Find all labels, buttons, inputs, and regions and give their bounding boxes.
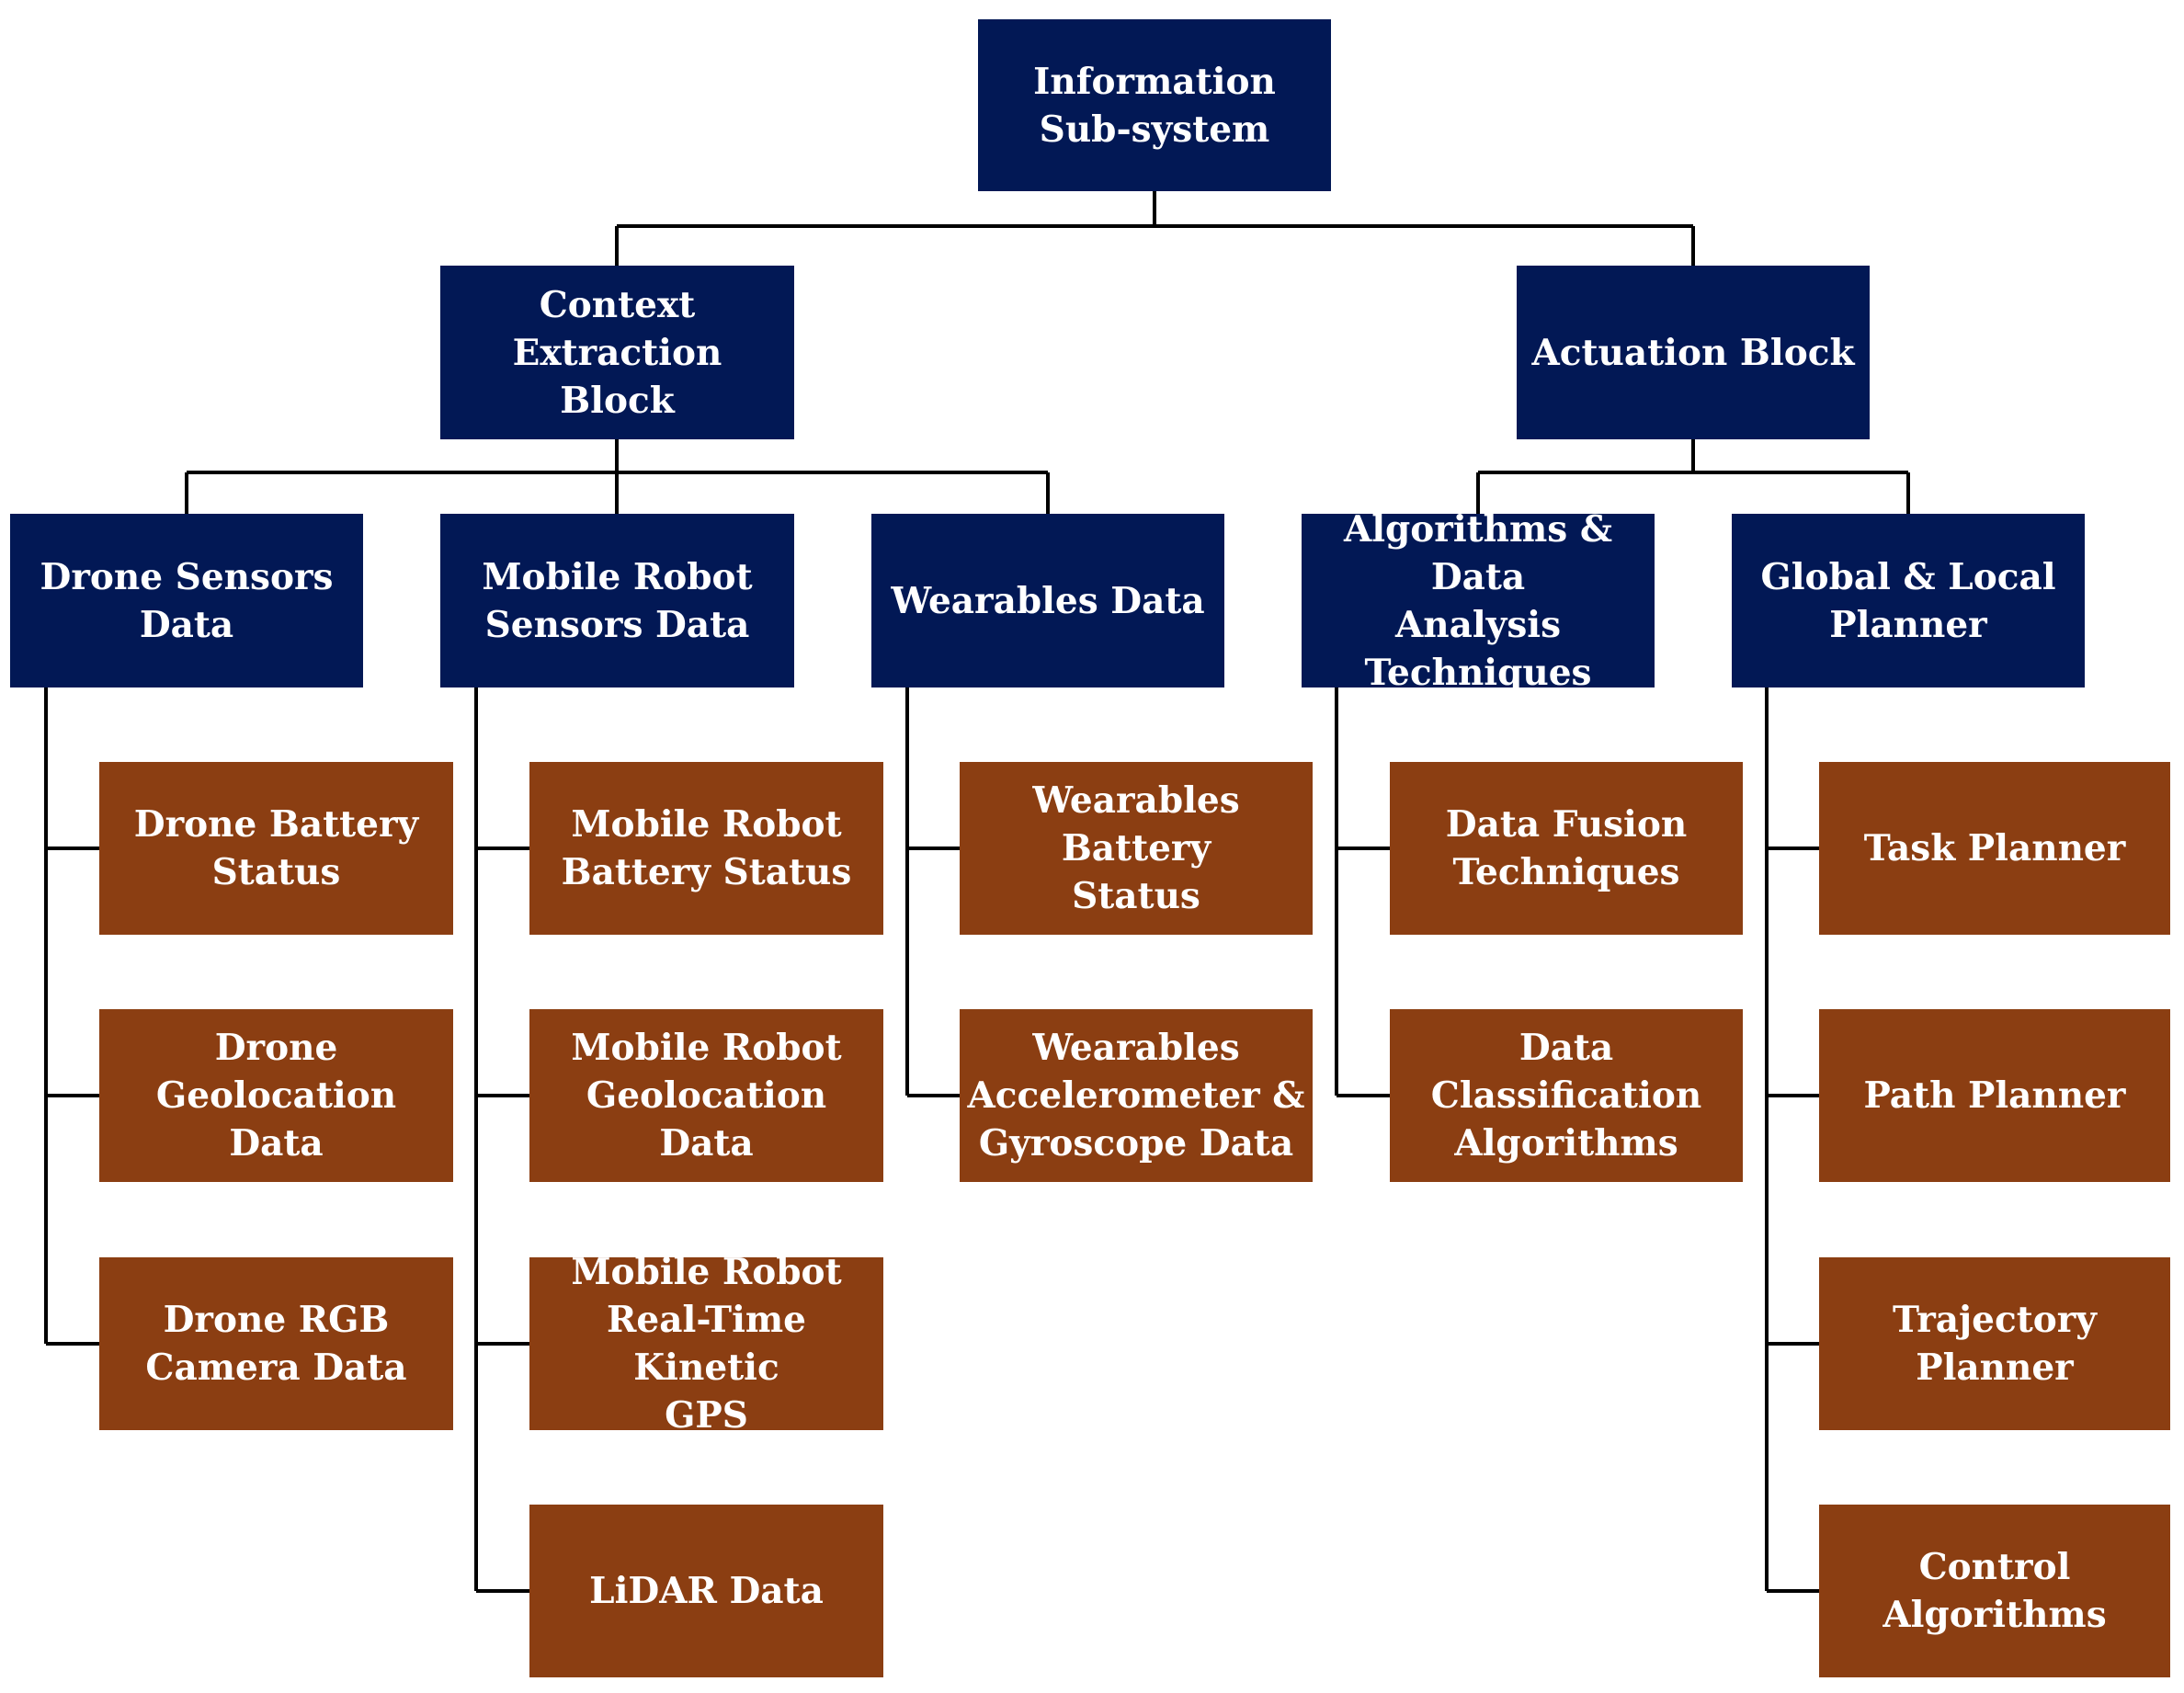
- actuation-block: Actuation Block: [1517, 266, 1870, 439]
- leaf-trajectory-planner: Trajectory Planner: [1819, 1257, 2170, 1430]
- leaf-label: Wearables Battery Status: [1032, 779, 1240, 917]
- leaf-wearables-accelerometer-gyroscope: Wearables Accelerometer & Gyroscope Data: [960, 1009, 1313, 1182]
- group-wearables-label: Wearables Data: [891, 579, 1205, 622]
- leaf-control-algorithms: Control Algorithms: [1819, 1505, 2170, 1677]
- connector-robot-items: [474, 687, 529, 1593]
- group-global-local-planner: Global & Local Planner: [1732, 514, 2085, 687]
- leaf-label: Mobile Robot Real-Time Kinetic GPS: [571, 1251, 842, 1437]
- leaf-label: Drone Geolocation Data: [155, 1027, 397, 1165]
- context-extraction-block-label: Context Extraction Block: [512, 283, 722, 422]
- connector-actuation-to-groups: [1476, 439, 1910, 514]
- group-wearables: Wearables Data: [871, 514, 1224, 687]
- leaf-label: Data Classification Algorithms: [1430, 1027, 1702, 1165]
- group-mobile-robot-sensors: Mobile Robot Sensors Data: [440, 514, 794, 687]
- connector-context-to-groups: [185, 439, 1050, 514]
- root-node-label: Information Sub-system: [1033, 60, 1276, 151]
- leaf-robot-geolocation-data: Mobile Robot Geolocation Data: [529, 1009, 883, 1182]
- leaf-data-fusion-techniques: Data Fusion Techniques: [1390, 762, 1743, 935]
- root-node: Information Sub-system: [978, 19, 1331, 191]
- leaf-lidar-data: LiDAR Data: [529, 1505, 883, 1677]
- group-drone-sensors: Drone Sensors Data: [10, 514, 363, 687]
- leaf-label: Drone RGB Camera Data: [145, 1299, 407, 1389]
- leaf-wearables-battery-status: Wearables Battery Status: [960, 762, 1313, 935]
- leaf-label: Wearables Accelerometer & Gyroscope Data: [967, 1027, 1305, 1165]
- group-drone-sensors-label: Drone Sensors Data: [40, 555, 334, 646]
- leaf-task-planner: Task Planner: [1819, 762, 2170, 935]
- leaf-drone-geolocation-data: Drone Geolocation Data: [99, 1009, 453, 1182]
- leaf-drone-battery-status: Drone Battery Status: [99, 762, 453, 935]
- group-algorithms-label: Algorithms & Data Analysis Techniques: [1343, 507, 1613, 694]
- leaf-drone-rgb-camera-data: Drone RGB Camera Data: [99, 1257, 453, 1430]
- group-algorithms: Algorithms & Data Analysis Techniques: [1302, 508, 1655, 694]
- connector-wearables-items: [905, 687, 960, 1097]
- leaf-robot-battery-status: Mobile Robot Battery Status: [529, 762, 883, 935]
- leaf-label: Task Planner: [1863, 827, 2126, 869]
- leaf-label: Path Planner: [1863, 1074, 2126, 1117]
- connector-planner-items: [1765, 687, 1819, 1593]
- leaf-label: Data Fusion Techniques: [1445, 803, 1688, 893]
- leaf-label: LiDAR Data: [589, 1570, 824, 1612]
- context-extraction-block: Context Extraction Block: [440, 266, 794, 439]
- leaf-label: Trajectory Planner: [1893, 1299, 2097, 1389]
- leaf-path-planner: Path Planner: [1819, 1009, 2170, 1182]
- leaf-robot-rtk-gps: Mobile Robot Real-Time Kinetic GPS: [529, 1251, 883, 1437]
- connector-algorithms-items: [1335, 687, 1390, 1097]
- actuation-block-label: Actuation Block: [1531, 331, 1855, 374]
- leaf-label: Mobile Robot Battery Status: [561, 803, 852, 893]
- leaf-label: Control Algorithms: [1883, 1546, 2107, 1636]
- leaf-label: Drone Battery Status: [133, 803, 419, 893]
- leaf-label: Mobile Robot Geolocation Data: [571, 1027, 842, 1165]
- group-global-local-planner-label: Global & Local Planner: [1760, 555, 2056, 646]
- connector-drone-items: [44, 687, 99, 1346]
- connector-root-to-blocks: [615, 191, 1695, 266]
- leaf-data-classification-algorithms: Data Classification Algorithms: [1390, 1009, 1743, 1182]
- group-mobile-robot-sensors-label: Mobile Robot Sensors Data: [482, 555, 753, 646]
